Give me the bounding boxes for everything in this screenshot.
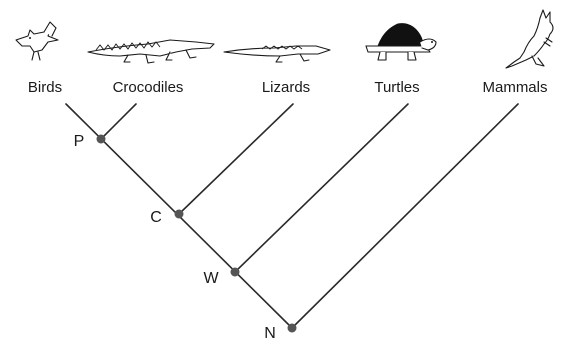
branch-mammals	[291, 103, 519, 329]
crocodile-icon	[87, 39, 215, 64]
node-label-w: W	[203, 270, 219, 287]
node-label-n: N	[264, 325, 276, 340]
node-label-c: C	[150, 209, 162, 226]
lizard-icon	[223, 45, 331, 63]
taxon-label-lizards: Lizards	[262, 79, 310, 96]
taxon-label-birds: Birds	[28, 79, 62, 96]
node-w	[230, 267, 240, 277]
bird-icon	[15, 21, 59, 61]
branch-crocodiles	[100, 103, 137, 140]
turtle-icon	[365, 23, 437, 61]
taxon-label-turtles: Turtles	[374, 79, 419, 96]
taxon-label-crocodiles: Crocodiles	[113, 79, 184, 96]
taxon-label-mammals: Mammals	[482, 79, 547, 96]
node-c	[174, 209, 184, 219]
branch-lizards	[178, 103, 294, 215]
node-label-p: P	[74, 133, 85, 150]
branch-turtles	[234, 103, 409, 273]
kangaroo-icon	[505, 9, 554, 69]
node-p	[96, 134, 106, 144]
node-n	[287, 323, 297, 333]
